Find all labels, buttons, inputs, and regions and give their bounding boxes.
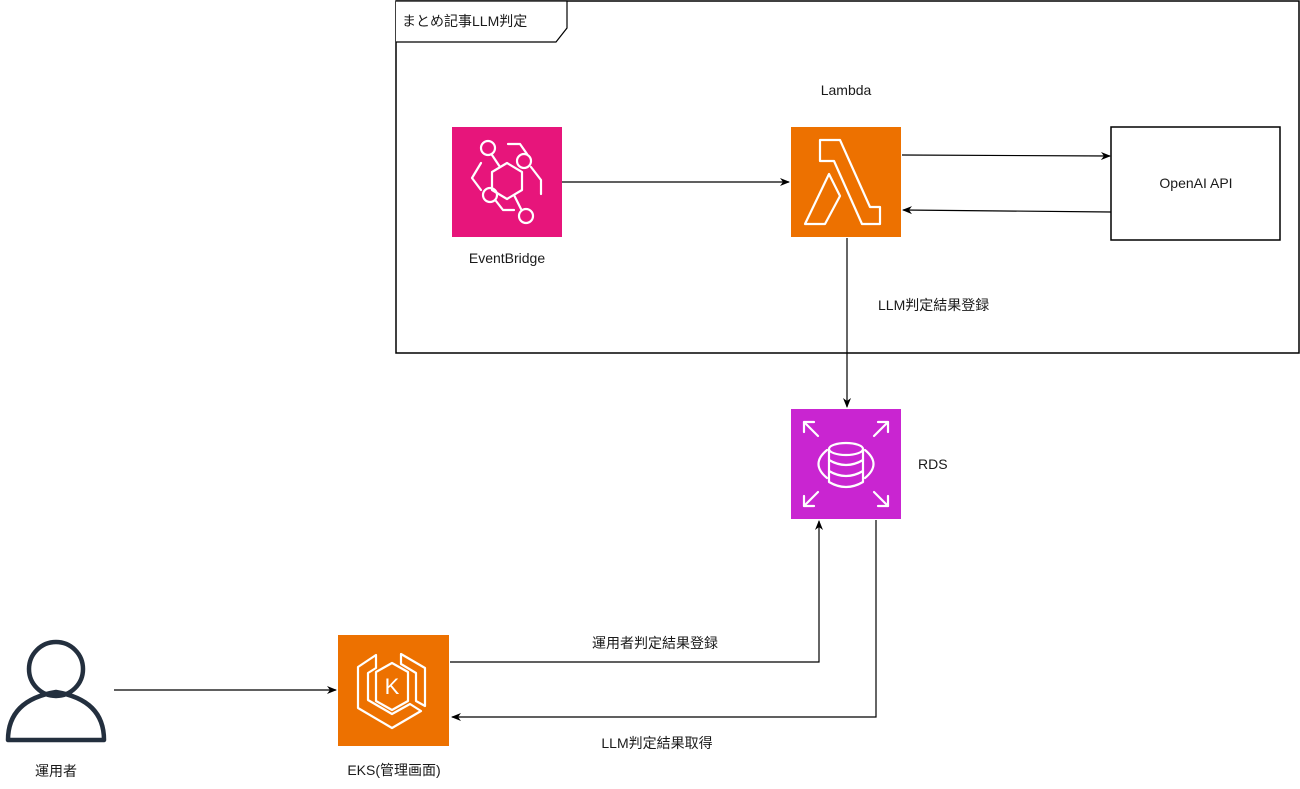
rds-label: RDS xyxy=(918,456,948,472)
openai-label: OpenAI API xyxy=(1159,175,1233,191)
edge-rds-eks xyxy=(451,520,877,721)
eventbridge-icon xyxy=(470,139,543,225)
svg-text:K: K xyxy=(385,674,400,699)
eventbridge-node[interactable] xyxy=(452,127,562,237)
edge-openai-lambda xyxy=(902,206,1112,215)
openai-node[interactable] xyxy=(1110,126,1281,241)
lambda-node[interactable] xyxy=(791,127,901,237)
lambda-label: Lambda xyxy=(820,82,872,98)
eks-label: EKS(管理画面) xyxy=(347,762,441,778)
edge-lambda-openai xyxy=(901,151,1111,160)
edge-label-operator-register: 運用者判定結果登録 xyxy=(592,635,718,651)
user-icon[interactable] xyxy=(5,639,107,743)
edge-label-llm-fetch: LLM判定結果取得 xyxy=(601,735,713,751)
group-title-tab xyxy=(396,0,568,43)
operator-label: 運用者 xyxy=(35,763,77,779)
eventbridge-label: EventBridge xyxy=(468,250,546,266)
eks-node[interactable]: K xyxy=(338,635,449,746)
group-title: まとめ記事LLM判定 xyxy=(402,13,528,29)
lambda-icon xyxy=(803,138,882,226)
eks-icon: K xyxy=(356,652,427,730)
rds-icon xyxy=(802,420,890,508)
edge-eks-rds xyxy=(450,520,823,663)
rds-node[interactable] xyxy=(791,409,901,519)
edge-label-llm-register: LLM判定結果登録 xyxy=(878,297,990,313)
